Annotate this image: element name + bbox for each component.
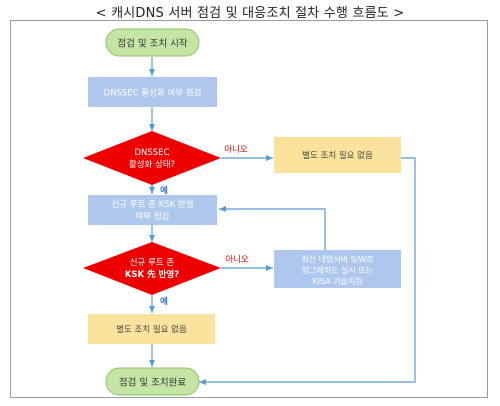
edge-label-yes-2: 예 bbox=[160, 296, 168, 307]
decision1-label-line1: DNSSEC bbox=[134, 148, 169, 158]
no-action-2-label: 별도 조치 필요 없음 bbox=[116, 324, 187, 335]
decision-ksk-reflected bbox=[83, 242, 221, 295]
end-terminal bbox=[105, 367, 200, 396]
decision2-label-line2: KSK 先 반영? bbox=[125, 269, 179, 280]
upgrade-label-line1: 최신 네임서버 S/W로 bbox=[301, 254, 373, 264]
check-ksk-label-line1: 신규 루트 존 KSK 반영 bbox=[111, 199, 193, 210]
decision2-label-line1: 신규 루트 존 bbox=[130, 258, 175, 268]
check-ksk-label-line2: 여부 점검 bbox=[136, 211, 170, 222]
start-label: 점검 및 조치 시작 bbox=[117, 38, 187, 50]
diagram-title: < 캐시DNS 서버 점검 및 대응조치 절차 수행 흐름도 > bbox=[95, 6, 405, 21]
upgrade-label-line2: 업그레이드 실시 또는 bbox=[302, 265, 373, 275]
decision1-label-line2: 활성화 상태? bbox=[129, 159, 175, 170]
edge-label-no-1: 아니오 bbox=[224, 144, 248, 155]
arrow-upgrade-loop bbox=[219, 206, 326, 250]
process-check-dnssec bbox=[88, 77, 217, 107]
note-no-action-2 bbox=[88, 314, 215, 344]
arrow-noaction1-to-end bbox=[199, 157, 416, 385]
note-no-action-1 bbox=[274, 137, 401, 173]
upgrade-label-line3: KISA 기술지원 bbox=[312, 276, 362, 286]
process-upgrade bbox=[274, 250, 401, 288]
end-label: 점검 및 조치완료 bbox=[119, 377, 186, 389]
check-dnssec-label: DNSSEC 활성화 여부 점검 bbox=[104, 88, 202, 99]
decision-dnssec-active bbox=[83, 131, 221, 185]
connectors bbox=[149, 57, 416, 385]
process-check-ksk bbox=[88, 195, 217, 225]
no-action-1-label: 별도 조치 필요 없음 bbox=[302, 150, 373, 161]
edge-label-no-2: 아니오 bbox=[225, 254, 249, 265]
start-terminal bbox=[105, 28, 200, 57]
diagram-frame bbox=[10, 20, 488, 398]
edge-label-yes-1: 예 bbox=[160, 185, 168, 196]
